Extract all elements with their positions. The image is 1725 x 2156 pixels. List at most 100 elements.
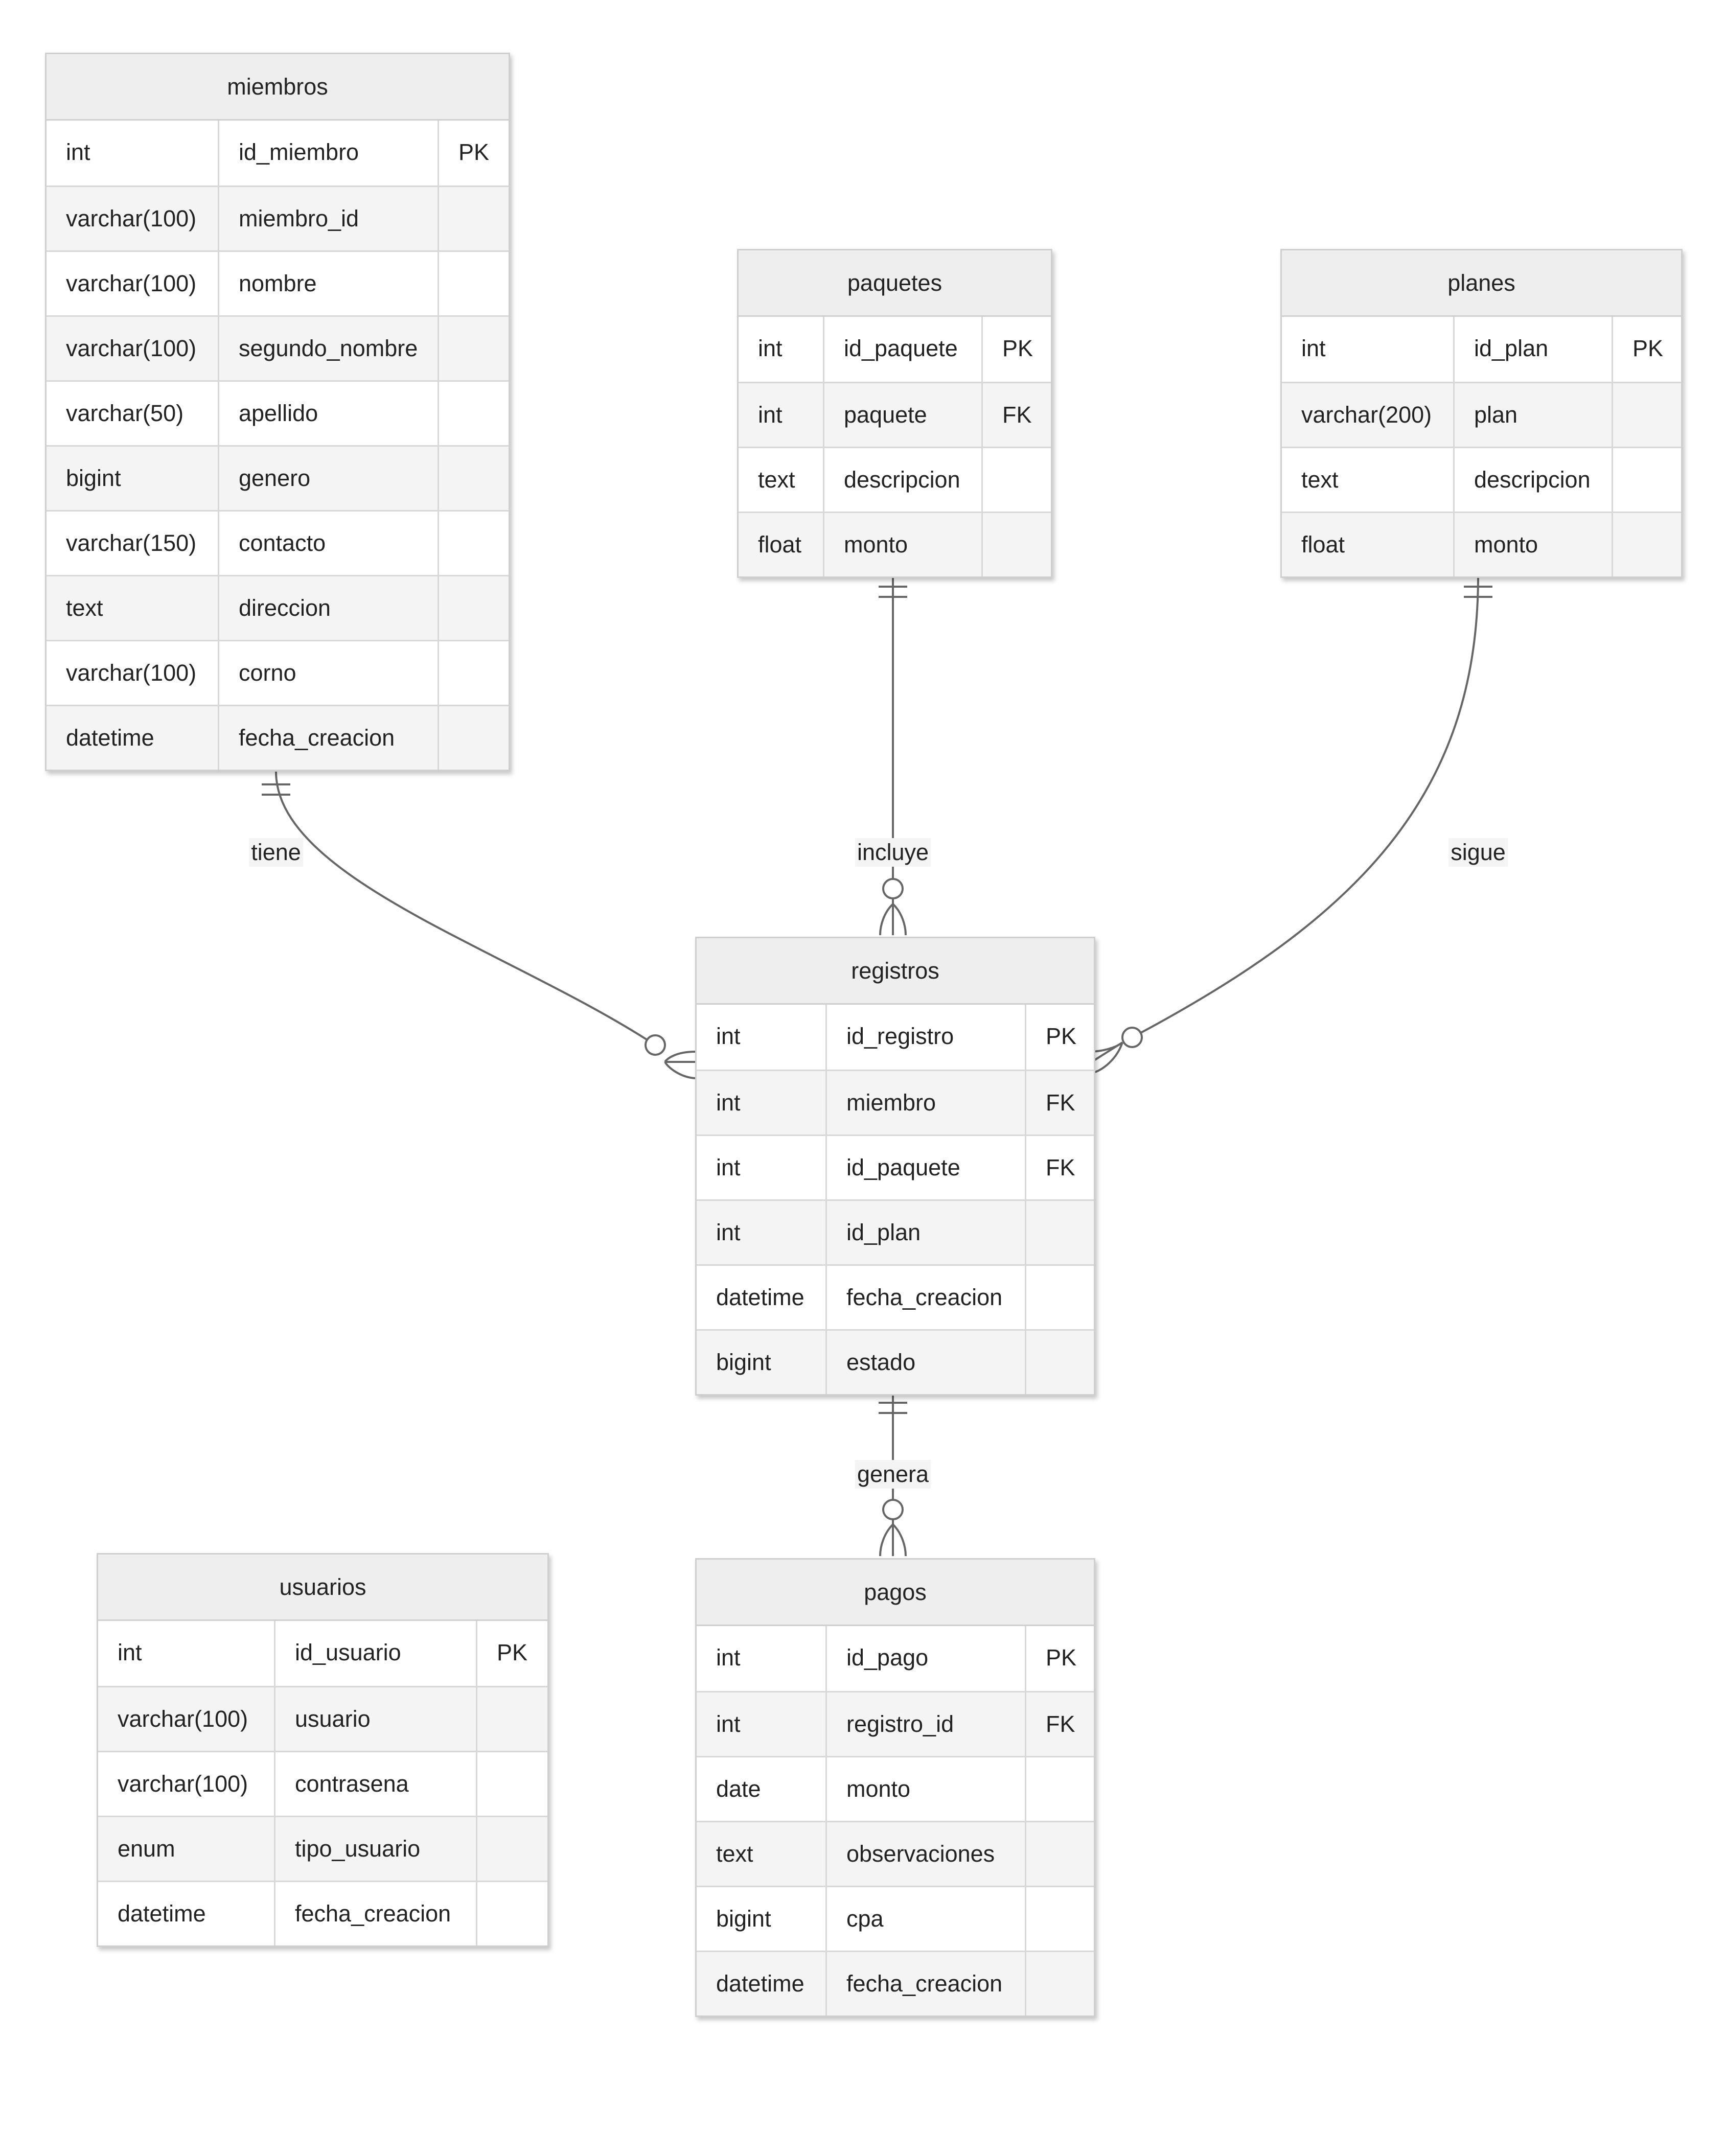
attribute-type: int	[716, 1644, 741, 1671]
attribute-type: text	[716, 1841, 753, 1867]
attribute-type: varchar(100)	[66, 205, 197, 231]
attribute-name: contrasena	[274, 1752, 476, 1816]
entity-title: planes	[1282, 250, 1681, 317]
attribute-name: contacto	[218, 512, 438, 575]
attribute-name: fecha_creacion	[825, 1952, 1025, 2015]
attribute-type: text	[758, 467, 795, 493]
attribute-name: usuario	[274, 1687, 476, 1751]
attribute-key	[1025, 1266, 1094, 1329]
attribute-name: id_plan	[1453, 317, 1612, 382]
attribute-key: FK	[981, 383, 1051, 447]
attribute-key	[1025, 1757, 1094, 1821]
attribute-type: datetime	[66, 725, 154, 751]
attribute-key: PK	[1612, 317, 1681, 382]
attribute-type: datetime	[716, 1284, 804, 1310]
attribute-key	[1025, 1201, 1094, 1264]
entity-title: registros	[697, 938, 1094, 1005]
attribute-key	[1025, 1331, 1094, 1394]
attribute-name: genero	[218, 447, 438, 510]
one-marker-miembros	[262, 783, 290, 796]
relationship-label-incluye: incluye	[855, 838, 931, 867]
attribute-name: id_paquete	[825, 1136, 1025, 1199]
attribute-type: varchar(100)	[66, 660, 197, 686]
attribute-name: plan	[1453, 383, 1612, 447]
attribute-type: int	[716, 1711, 741, 1737]
relationship-label-tiene: tiene	[249, 838, 303, 867]
attribute-key	[438, 447, 509, 510]
attribute-key: PK	[981, 317, 1051, 382]
attribute-row: varchar(100)contrasena	[98, 1751, 547, 1816]
attribute-key	[438, 576, 509, 640]
attribute-name: fecha_creacion	[825, 1266, 1025, 1329]
many-marker-genera	[879, 1499, 907, 1557]
attribute-row: varchar(100) miembro_id	[47, 186, 509, 250]
attribute-key	[438, 317, 509, 380]
attribute-type: int	[716, 1154, 741, 1180]
entity-title: paquetes	[739, 250, 1051, 317]
entity-title: miembros	[47, 54, 509, 121]
attribute-name: tipo_usuario	[274, 1817, 476, 1881]
attribute-type: varchar(50)	[66, 400, 184, 426]
attribute-row: varchar(100)usuario	[98, 1686, 547, 1751]
attribute-name: nombre	[218, 252, 438, 315]
attribute-name: monto	[825, 1757, 1025, 1821]
relationship-label-sigue: sigue	[1448, 838, 1508, 867]
attribute-key	[476, 1687, 547, 1751]
relationship-line-sigue	[1132, 576, 1479, 1038]
attribute-name: direccion	[218, 576, 438, 640]
attribute-name: id_miembro	[218, 121, 438, 186]
attribute-name: id_paquete	[823, 317, 981, 382]
attribute-row: text observaciones	[697, 1821, 1094, 1886]
attribute-name: fecha_creacion	[274, 1882, 476, 1945]
attribute-name: descripcion	[1453, 448, 1612, 512]
attribute-key: FK	[1025, 1693, 1094, 1756]
one-marker-planes	[1464, 586, 1492, 598]
many-marker-incluye	[879, 878, 907, 936]
attribute-key	[438, 641, 509, 705]
attribute-type: varchar(100)	[66, 270, 197, 296]
attribute-key	[1612, 513, 1681, 576]
attribute-row: varchar(50) apellido	[47, 380, 509, 445]
one-marker-paquetes	[879, 586, 907, 598]
attribute-row: int id_plan	[697, 1199, 1094, 1264]
attribute-name: id_registro	[825, 1005, 1025, 1070]
attribute-name: corno	[218, 641, 438, 705]
attribute-type: varchar(200)	[1301, 402, 1432, 428]
one-marker-registros	[879, 1402, 907, 1414]
attribute-name: apellido	[218, 382, 438, 445]
attribute-type: datetime	[118, 1900, 206, 1927]
attribute-name: segundo_nombre	[218, 317, 438, 380]
attribute-name: miembro_id	[218, 187, 438, 250]
attribute-type: enum	[118, 1836, 175, 1862]
attribute-type: int	[716, 1089, 741, 1116]
attribute-name: observaciones	[825, 1822, 1025, 1886]
attribute-row: varchar(150)contacto	[47, 510, 509, 575]
attribute-key: PK	[438, 121, 509, 186]
attribute-row: varchar(100)segundo_nombre	[47, 315, 509, 380]
attribute-name: cpa	[825, 1887, 1025, 1951]
attribute-row: varchar(100) corno	[47, 640, 509, 705]
attribute-name: paquete	[823, 383, 981, 447]
attribute-name: id_plan	[825, 1201, 1025, 1264]
relationship-label-genera: genera	[855, 1460, 931, 1489]
many-marker-sigue	[1091, 1027, 1143, 1074]
attribute-type: int	[716, 1023, 741, 1049]
attribute-type: bigint	[716, 1349, 771, 1375]
attribute-type: int	[716, 1219, 741, 1245]
